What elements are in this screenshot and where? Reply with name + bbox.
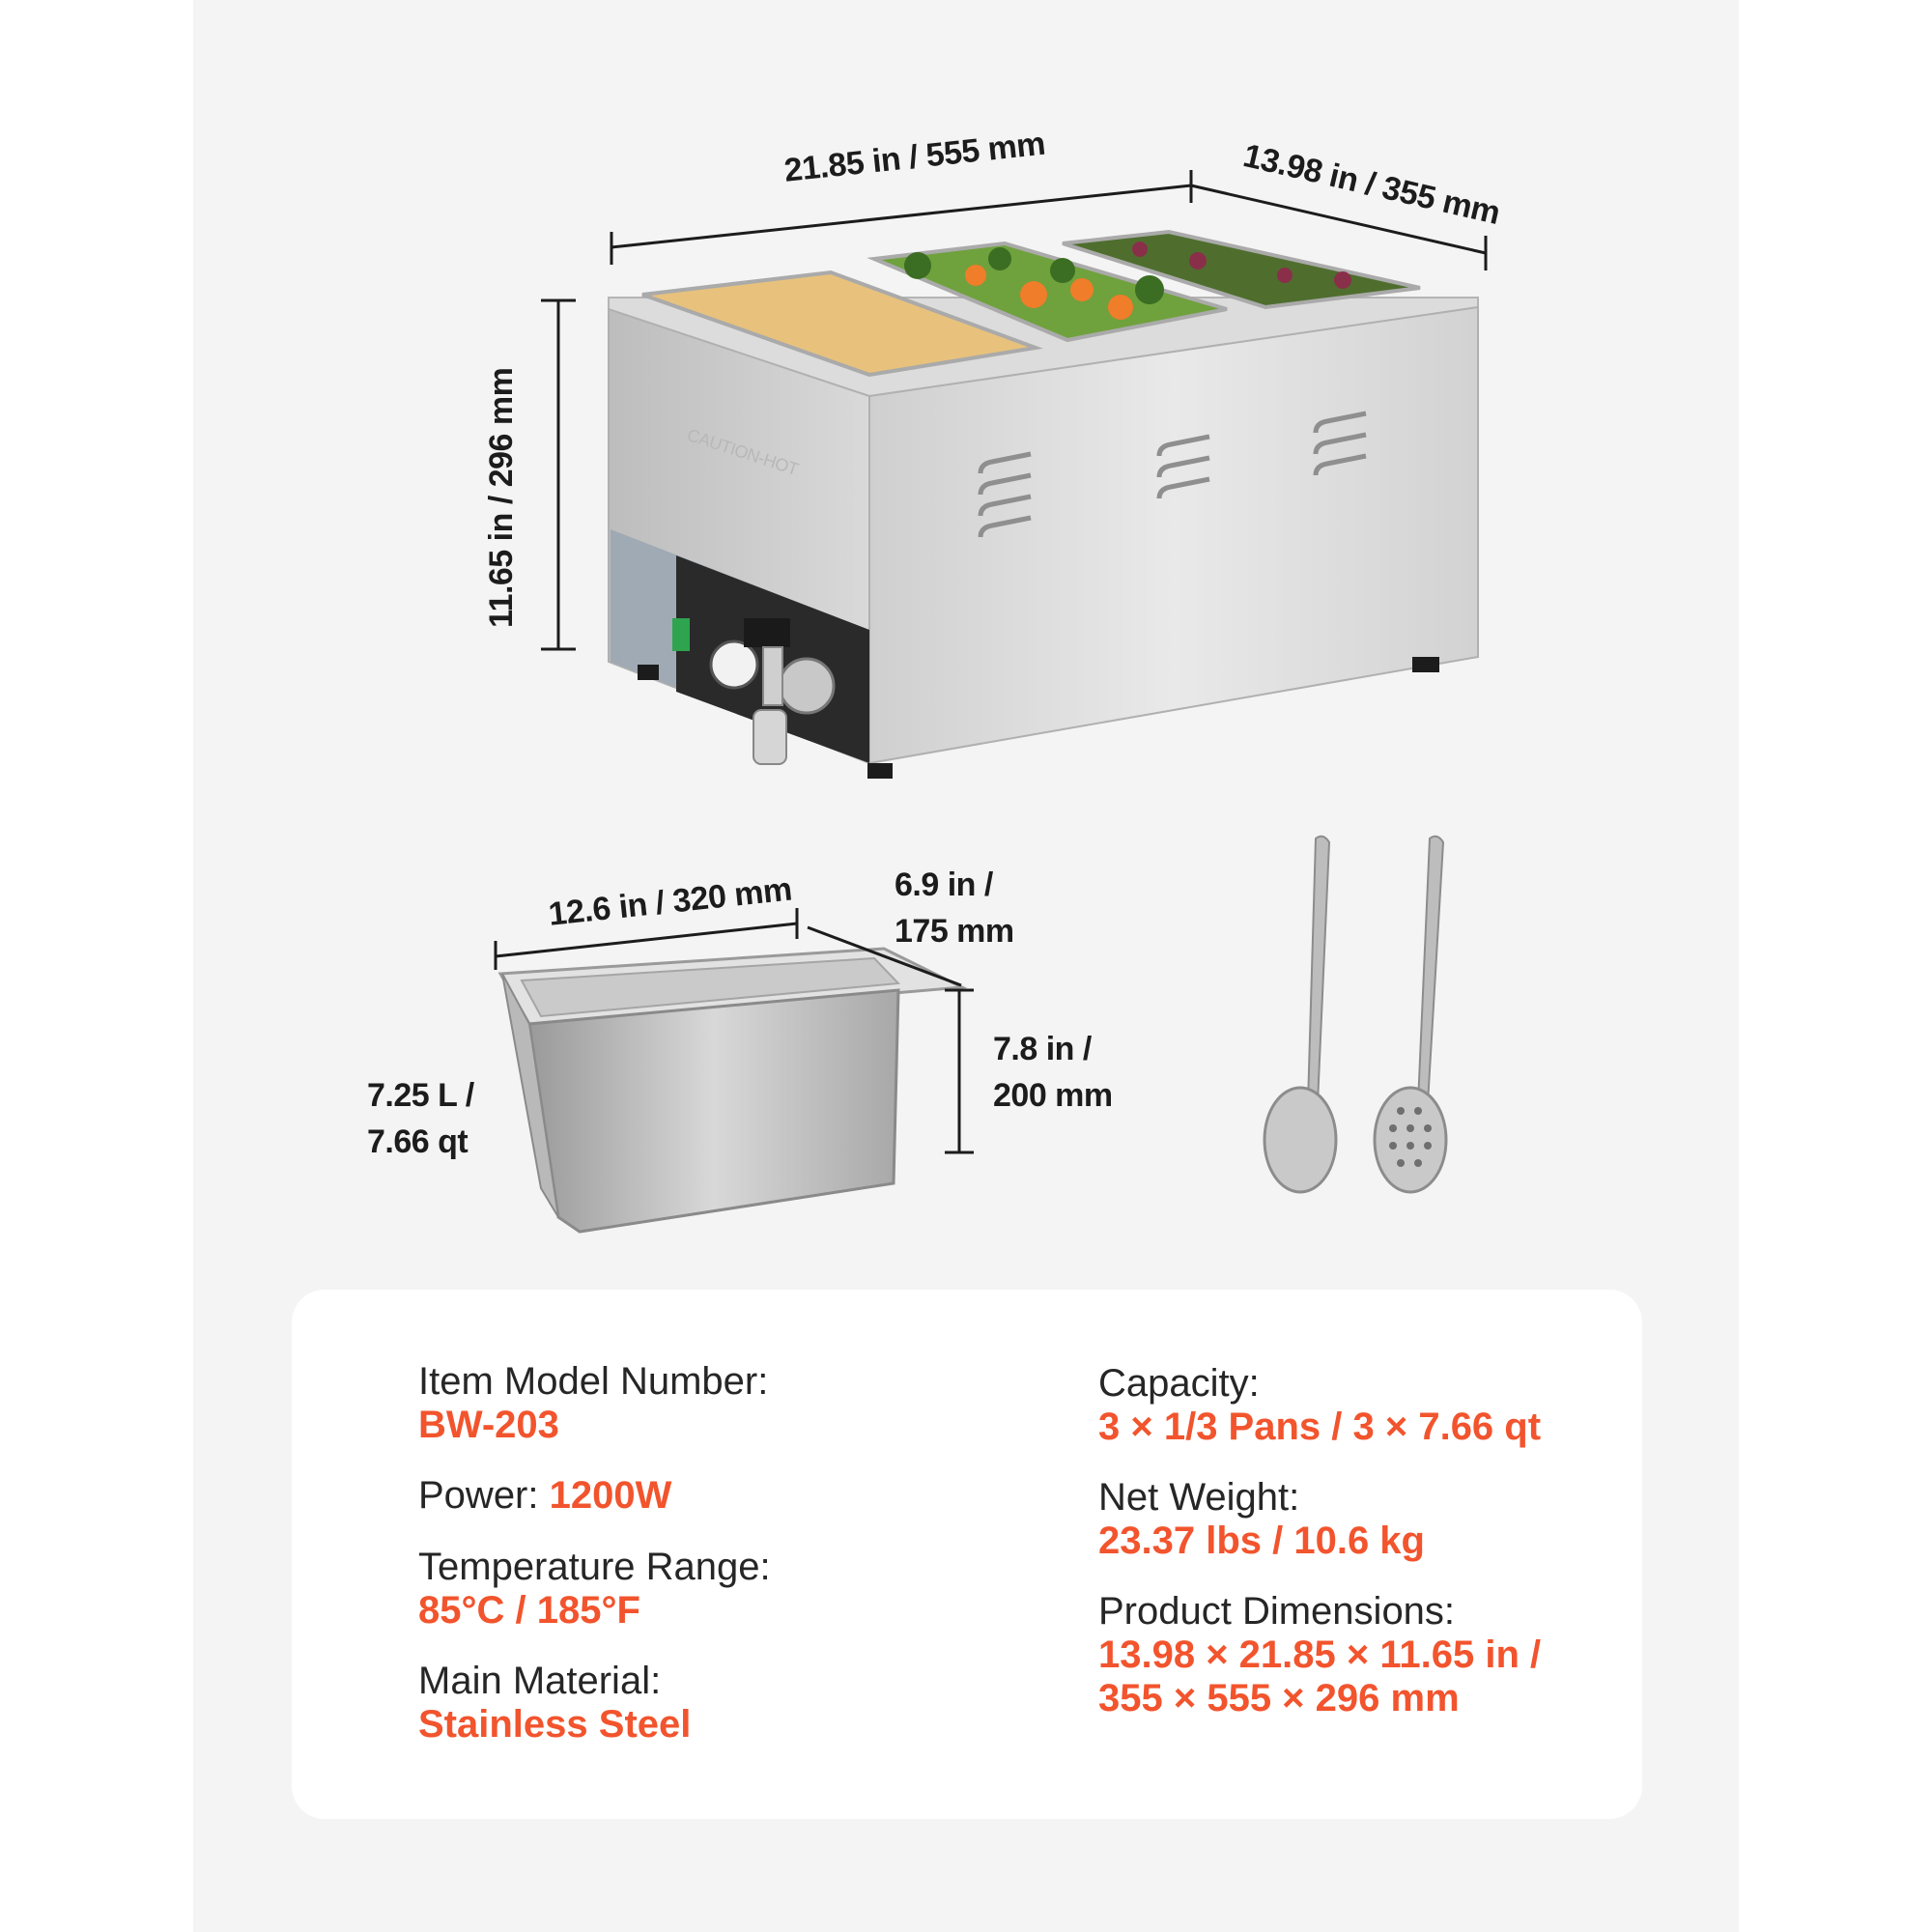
pan-width-line2: 175 mm bbox=[895, 913, 1014, 950]
spec-power: Power: 1200W bbox=[418, 1474, 671, 1518]
pan-width-line1: 6.9 in / bbox=[895, 867, 993, 903]
spec-dimensions: Product Dimensions: 13.98 × 21.85 × 11.6… bbox=[1098, 1590, 1541, 1720]
pan-depth-label: 7.8 in / 200 mm bbox=[993, 1026, 1113, 1119]
spec-power-value: 1200W bbox=[549, 1474, 672, 1517]
power-switch bbox=[672, 618, 690, 651]
slotted-ladle bbox=[1373, 835, 1448, 1194]
spec-capacity-value: 3 × 1/3 Pans / 3 × 7.66 qt bbox=[1098, 1406, 1542, 1448]
pan-volume-label: 7.25 L / 7.66 qt bbox=[367, 1072, 474, 1165]
salad-pan bbox=[1062, 229, 1421, 310]
spec-model-label: Item Model Number: bbox=[418, 1360, 769, 1403]
spec-dimensions-label: Product Dimensions: bbox=[1098, 1590, 1456, 1633]
spec-material-value: Stainless Steel bbox=[418, 1703, 692, 1746]
spec-model-value: BW-203 bbox=[418, 1404, 559, 1446]
pan-depth-line2: 200 mm bbox=[993, 1077, 1113, 1114]
pan-volume-line2: 7.66 qt bbox=[367, 1123, 469, 1160]
spec-power-label: Power: bbox=[418, 1474, 550, 1517]
spec-temperature-value: 85°C / 185°F bbox=[418, 1589, 640, 1632]
temperature-knob bbox=[709, 639, 759, 690]
serving-ladle bbox=[1263, 835, 1338, 1194]
spec-temperature: Temperature Range: 85°C / 185°F bbox=[418, 1546, 771, 1633]
spec-material: Main Material: Stainless Steel bbox=[418, 1660, 691, 1747]
spec-weight-label: Net Weight: bbox=[1098, 1476, 1300, 1519]
spec-capacity-label: Capacity: bbox=[1098, 1362, 1260, 1405]
spec-material-label: Main Material: bbox=[418, 1660, 662, 1702]
pan-depth-line1: 7.8 in / bbox=[993, 1031, 1092, 1067]
vent-louvers bbox=[978, 411, 1367, 538]
spec-dimensions-value-line1: 13.98 × 21.85 × 11.65 in / bbox=[1098, 1634, 1542, 1676]
specifications-card bbox=[292, 1290, 1642, 1819]
pan-volume-line1: 7.25 L / bbox=[367, 1077, 474, 1114]
spec-capacity: Capacity: 3 × 1/3 Pans / 3 × 7.66 qt bbox=[1098, 1362, 1541, 1449]
pan-width-label: 6.9 in / 175 mm bbox=[895, 862, 1014, 954]
spec-temperature-label: Temperature Range: bbox=[418, 1546, 771, 1588]
spec-model: Item Model Number: BW-203 bbox=[418, 1360, 768, 1447]
spec-weight-value: 23.37 lbs / 10.6 kg bbox=[1098, 1520, 1425, 1562]
spec-dimensions-value-line2: 355 × 555 × 296 mm bbox=[1098, 1677, 1460, 1719]
vegetable-pan bbox=[867, 241, 1228, 343]
pasta-pan bbox=[641, 270, 1043, 378]
spec-weight: Net Weight: 23.37 lbs / 10.6 kg bbox=[1098, 1476, 1425, 1563]
